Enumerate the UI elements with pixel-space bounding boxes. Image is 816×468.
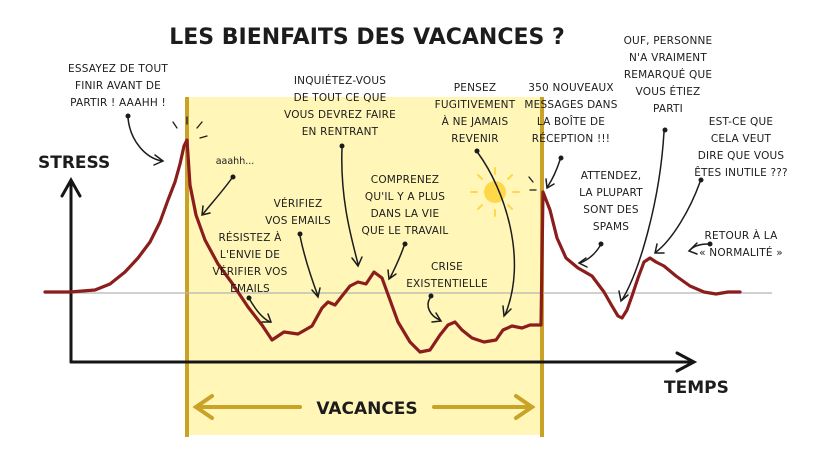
axes: [60, 176, 698, 373]
x-axis-arrow: [675, 351, 698, 373]
annotation-ouf-line: VOUS ÉTIEZ: [636, 85, 701, 98]
arrow-inquietez: [341, 147, 359, 265]
arrow-ouf-head: [618, 290, 629, 303]
arrow-estceque: [655, 181, 701, 253]
arrow-messages: [547, 159, 561, 187]
annotation-inquietez-line: DE TOUT CE QUE: [294, 92, 387, 104]
annotation-ouf-line: REMARQUÉ QUE: [624, 68, 712, 81]
peak-marks: [172, 116, 537, 191]
stress-curve: [43, 138, 742, 354]
annotation-resistez-line: L'ENVIE DE: [220, 249, 280, 261]
arrow-attendez: [579, 245, 601, 264]
arrow-resistez: [249, 299, 271, 323]
annotation-crise-line: CRISE: [431, 261, 463, 273]
annotation-essayez-line: ESSAYEZ DE TOUT: [68, 63, 168, 75]
arrow-comprenez: [389, 245, 405, 279]
arrow-ouf: [621, 131, 665, 301]
annotation-messages-line: MESSAGES DANS: [524, 99, 617, 111]
arrow-essayez-head: [153, 154, 165, 166]
annotation-retour-line: « NORMALITÉ »: [699, 246, 783, 259]
arrow-verifiez-head: [311, 287, 321, 299]
pointer-arrows: [127, 117, 709, 323]
arrow-resistez-head: [261, 313, 273, 323]
annotation-resistez-line: EMAILS: [230, 283, 270, 295]
annotation-messages-line: LA BOÎTE DE: [537, 115, 605, 128]
arrow-comprenez-head: [387, 269, 397, 281]
vacances-span: [192, 394, 536, 420]
annotation-resistez-line: VÉRIFIER VOS: [213, 265, 288, 278]
annotation-retour-line: RETOUR À LA: [705, 229, 779, 242]
diagram-title: LES BIENFAITS DES VACANCES ?: [169, 25, 565, 50]
arrow-inquietez-head: [351, 256, 363, 268]
vacances-label: VACANCES: [316, 399, 417, 419]
annotation-comprenez-line: QU'IL Y A PLUS: [365, 191, 445, 203]
arrow-attendez-head: [577, 257, 588, 268]
annotation-inquietez-line: EN RENTRANT: [302, 126, 379, 138]
annotation-ouf-line: N'A VRAIMENT: [629, 52, 707, 64]
annotation-pensez-line: PENSEZ: [454, 82, 497, 94]
vacation-band: [187, 97, 542, 435]
annotation-resistez-line: RÉSISTEZ À: [218, 231, 282, 244]
annotation-comprenez-line: COMPRENEZ: [371, 174, 439, 186]
y-axis-arrow: [60, 176, 82, 198]
annotation-attendez-line: LA PLUPART: [579, 187, 643, 199]
arrow-pensez-head: [502, 305, 512, 318]
annotations: ESSAYEZ DE TOUT FINIR AVANT DE PARTIR ! AA…: [68, 35, 788, 295]
arrow-crise: [427, 297, 441, 321]
annotation-dots: [125, 113, 713, 301]
annotation-estceque-line: EST-CE QUE: [709, 116, 773, 128]
annotation-essayez-line: FINIR AVANT DE: [75, 80, 161, 92]
annotation-ouf-line: PARTI: [653, 103, 683, 115]
arrow-essayez: [127, 117, 163, 162]
annotation-inquietez-line: VOUS DEVREZ FAIRE: [284, 109, 396, 121]
arrow-pensez: [477, 152, 516, 316]
annotation-estceque-line: CELA VEUT: [711, 133, 772, 145]
annotation-ouf-line: OUF, PERSONNE: [624, 35, 713, 47]
x-axis-label: TEMPS: [664, 378, 729, 398]
arrow-retour-head: [687, 242, 698, 255]
annotation-attendez-line: SPAMS: [593, 221, 629, 233]
arrow-crise-head: [431, 312, 443, 323]
annotation-essayez-line: PARTIR ! AAAHH !: [70, 97, 166, 109]
annotation-attendez-line: ATTENDEZ,: [581, 170, 642, 182]
annotation-estceque-line: ÊTES INUTILE ???: [694, 166, 788, 179]
arrow-verifiez: [299, 235, 319, 297]
annotation-estceque-line: DIRE QUE VOUS: [698, 150, 785, 162]
annotation-verifiez-line: VÉRIFIEZ: [274, 197, 323, 210]
annotation-messages-line: 350 NOUVEAUX: [528, 82, 613, 94]
annotation-attendez-line: SONT DES: [583, 204, 639, 216]
annotation-messages-line: RÉCEPTION !!!: [532, 132, 610, 145]
annotation-pensez-line: À NE JAMAIS: [442, 115, 509, 128]
annotation-comprenez-line: QUE LE TRAVAIL: [362, 225, 449, 237]
annotation-comprenez-line: DANS LA VIE: [371, 208, 440, 220]
annotation-aaahh-line: aaahh...: [216, 156, 255, 167]
arrow-messages-head: [545, 178, 555, 190]
sun-icon: [470, 167, 520, 217]
annotation-pensez-line: FUGITIVEMENT: [435, 99, 516, 111]
annotation-crise-line: EXISTENTIELLE: [406, 278, 488, 290]
arrow-aaahh: [202, 177, 233, 215]
arrow-estceque-head: [654, 243, 665, 254]
arrow-aaahh-head: [201, 205, 211, 216]
annotation-inquietez-line: INQUIÉTEZ-VOUS: [294, 74, 386, 87]
y-axis-label: STRESS: [38, 153, 110, 173]
annotation-verifiez-line: VOS EMAILS: [265, 215, 331, 227]
annotation-pensez-line: REVENIR: [451, 133, 498, 145]
